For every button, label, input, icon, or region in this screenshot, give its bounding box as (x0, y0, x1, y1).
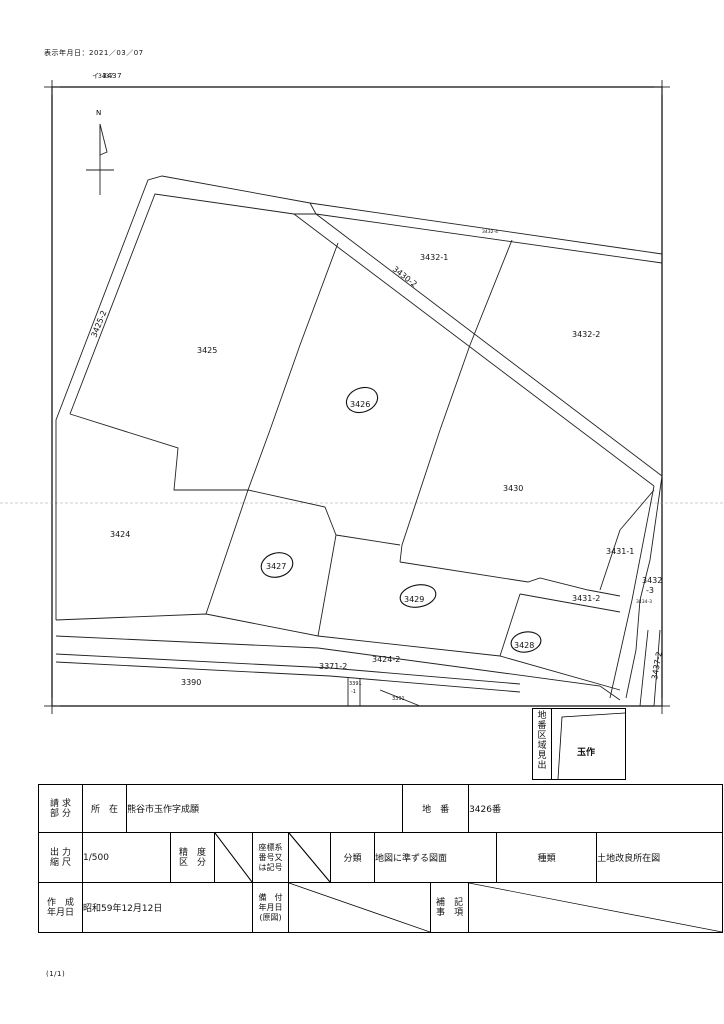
page-number: (1/1) (46, 970, 66, 978)
label-3391-1-b: -1 (351, 689, 356, 695)
lot-value: 3426番 (468, 784, 724, 833)
label-3427: 3427 (266, 562, 286, 571)
legend-sketch (557, 712, 625, 779)
label-3391-1-a: 3391 (349, 681, 362, 687)
label-3430: 3430 (503, 484, 523, 493)
label-3434-3: 3434-3 (636, 599, 652, 605)
created-value: 昭和59年12月12日 (82, 882, 253, 933)
label-3432-3-a: 3432 (642, 576, 662, 585)
remarks-date-label-cell: 備 付 年月日 (原図) (252, 882, 289, 933)
label-3432-2: 3432-2 (572, 330, 600, 339)
label-3432-3-b: -3 (646, 586, 654, 595)
notes-empty-cell (468, 882, 724, 933)
lot-label: 地 番 (402, 784, 470, 833)
remarks-date-empty-cell (287, 882, 432, 933)
legend-label-column: 地 番 区 域 見 出 (533, 709, 552, 779)
sheet-reference: イ 3437 (92, 72, 123, 80)
record-info-table: 請 求 部 分 所 在 熊谷市玉作字成願 地 番 3426番 出 力 縮 尺 1… (38, 784, 724, 933)
legend-char: 見 (537, 751, 547, 761)
location-label: 所 在 (82, 784, 127, 833)
label-3390: 3390 (181, 678, 201, 687)
class-label: 分類 (330, 832, 375, 883)
display-date: 表示年月日：2021／03／07 (44, 49, 144, 57)
north-arrow-icon (86, 123, 114, 195)
legend-char: 域 (537, 741, 547, 751)
label-3431-2: 3431-2 (572, 594, 600, 603)
map-frame-border (51, 86, 663, 707)
notes-label-cell: 補 記 事 項 (430, 882, 470, 933)
header-lot-ref: 3437 (98, 73, 113, 80)
label-3429: 3429 (404, 595, 424, 604)
label-3424: 3424 (110, 530, 130, 539)
label-3426: 3426 (350, 400, 370, 409)
scale-label-cell: 出 力 縮 尺 (38, 832, 83, 883)
north-label: N (96, 109, 101, 117)
type-label: 種類 (496, 832, 598, 883)
label-3371-2: 3371-2 (319, 662, 347, 671)
precision-empty-cell (214, 832, 253, 883)
label-3431-1: 3431-1 (606, 547, 634, 556)
label-3432-4: 3432-4 (482, 229, 498, 235)
label-3428: 3428 (514, 641, 534, 650)
type-value: 土地改良所在図 (596, 832, 724, 883)
label-3425: 3425 (197, 346, 217, 355)
legend-char: 出 (537, 761, 547, 771)
legend-value: 玉作 (577, 748, 596, 758)
request-label-cell: 請 求 部 分 (38, 784, 83, 833)
coord-empty-cell (288, 832, 331, 883)
coord-label-cell: 座標系 番号又 は記号 (252, 832, 289, 883)
scale-value: 1/500 (82, 832, 171, 883)
precision-label-cell: 精 度 区 分 (170, 832, 215, 883)
district-legend-box: 地 番 区 域 見 出 玉作 (532, 708, 626, 780)
label-3391: 3391 (392, 696, 405, 702)
label-3424-2: 3424-2 (372, 655, 400, 664)
legend-char: 区 (537, 731, 547, 741)
label-3430-2: 3430-2 (391, 264, 419, 289)
label-3432-1: 3432-1 (420, 253, 448, 262)
created-label-cell: 作 成 年月日 (38, 882, 83, 933)
location-value: 熊谷市玉作字成願 (125, 784, 404, 833)
legend-char: 番 (537, 721, 547, 731)
legend-char: 地 (537, 711, 547, 721)
class-value: 地図に準ずる図面 (373, 832, 498, 883)
